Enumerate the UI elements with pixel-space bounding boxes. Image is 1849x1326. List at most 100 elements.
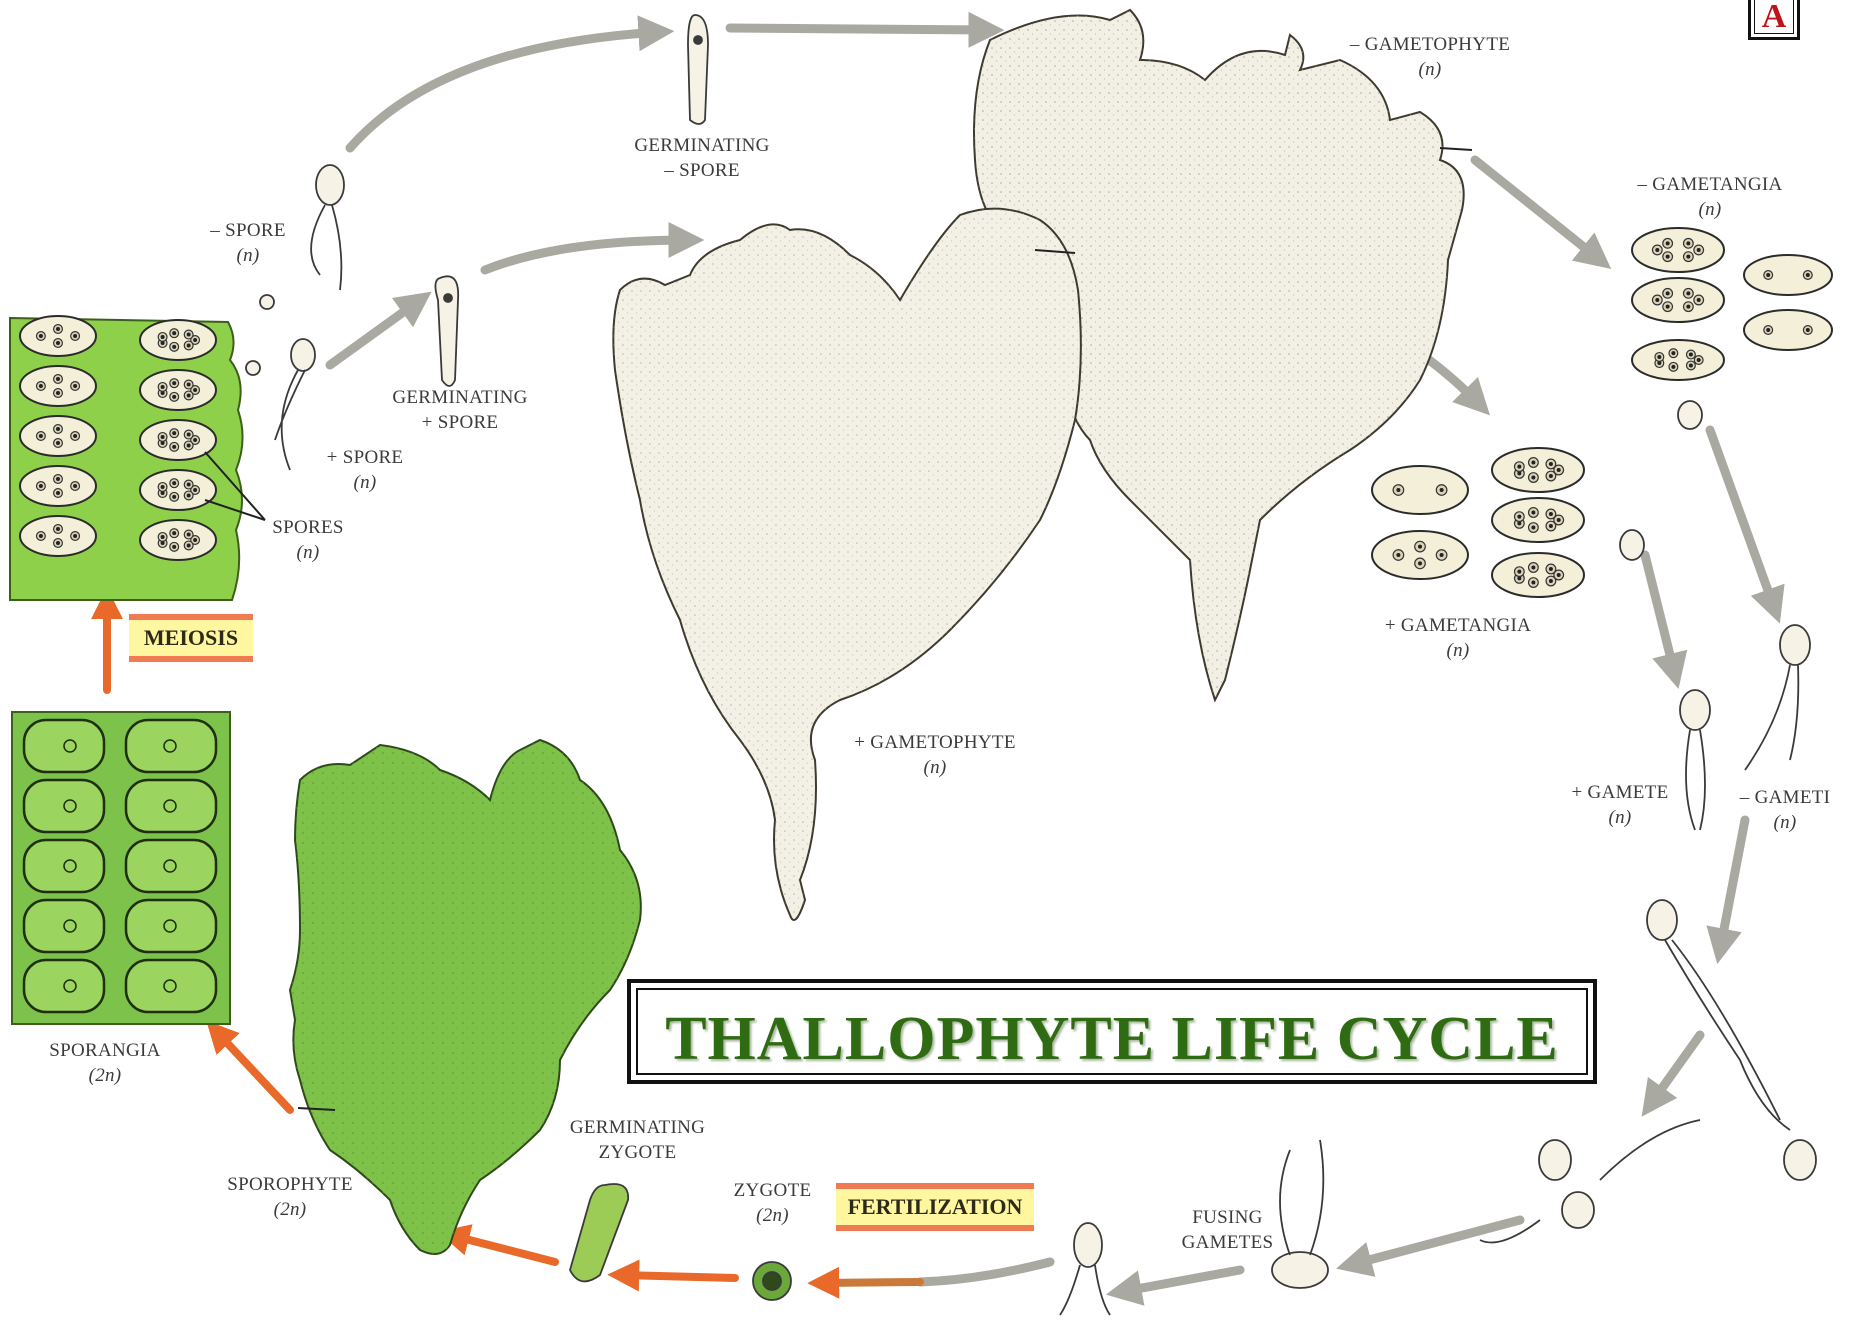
cell <box>20 316 96 356</box>
sporangia-panel <box>12 712 230 1024</box>
label-zygote-ploidy: (2n) <box>720 1203 825 1228</box>
spores-panel <box>10 316 265 600</box>
cell <box>1372 531 1468 579</box>
arrow-zygote-to-germinating <box>620 1275 735 1278</box>
label-minus-gametangia: – GAMETANGIA (n) <box>1610 172 1810 222</box>
label-sporangia-ploidy: (2n) <box>35 1063 175 1088</box>
fertilization-banner: FERTILIZATION <box>836 1183 1034 1231</box>
label-fusing-gametes-l2: GAMETES <box>1170 1230 1285 1255</box>
cell <box>140 420 216 460</box>
label-zygote: ZYGOTE (2n) <box>720 1178 825 1228</box>
arrow-sporophyte-to-sporangia <box>215 1030 290 1110</box>
sporangium-cell <box>126 720 216 772</box>
arrow-plus-spore-to-germinating <box>330 300 420 365</box>
label-germinating-plus-spore-l2: + SPORE <box>375 410 545 435</box>
label-zygote-name: ZYGOTE <box>720 1178 825 1203</box>
minus-gametangia-cluster <box>1632 228 1832 380</box>
label-minus-gametophyte-name: – GAMETOPHYTE <box>1330 32 1530 57</box>
cell <box>140 370 216 410</box>
arrow-germinating-minus-to-gametophyte <box>730 28 990 30</box>
label-plus-gametophyte: + GAMETOPHYTE (n) <box>830 730 1040 780</box>
cell <box>140 470 216 510</box>
arrow-cell-to-zygote <box>920 1262 1050 1282</box>
label-minus-spore-ploidy: (n) <box>193 243 303 268</box>
title-box-inner-frame: THALLOPHYTE LIFE CYCLE <box>636 988 1588 1075</box>
label-minus-gametangia-name: – GAMETANGIA <box>1610 172 1810 197</box>
label-minus-spore-name: – SPORE <box>193 218 303 243</box>
cell <box>20 516 96 556</box>
label-spores-ploidy: (n) <box>258 540 358 565</box>
meiosis-banner: MEIOSIS <box>129 614 253 662</box>
sporangium-cell <box>126 840 216 892</box>
cell <box>140 320 216 360</box>
title-box: THALLOPHYTE LIFE CYCLE <box>627 979 1597 1084</box>
arrow-fusing-to-zygote <box>1120 1270 1240 1292</box>
label-germinating-plus-spore-l1: GERMINATING <box>375 385 545 410</box>
cell <box>1492 448 1584 492</box>
arrow-gamete-descent <box>1720 820 1745 950</box>
label-germinating-minus-spore-l1: GERMINATING <box>612 133 792 158</box>
cell <box>1744 255 1832 295</box>
cell <box>20 416 96 456</box>
label-plus-spore: + SPORE (n) <box>310 445 420 495</box>
sporangium-cell <box>126 960 216 1012</box>
plus-gametangia-cluster <box>1372 448 1584 597</box>
arrow-minus-gametophyte-to-gametangia <box>1475 160 1600 260</box>
label-plus-gamete-ploidy: (n) <box>1560 805 1680 830</box>
label-fusing-gametes: FUSING GAMETES <box>1170 1205 1285 1255</box>
sporangium-cell <box>126 780 216 832</box>
label-minus-gametangia-ploidy: (n) <box>1610 197 1810 222</box>
label-sporophyte: SPOROPHYTE (2n) <box>215 1172 365 1222</box>
label-germinating-zygote-l1: GERMINATING <box>555 1115 720 1140</box>
label-minus-gametophyte-ploidy: (n) <box>1330 57 1530 82</box>
cell <box>20 466 96 506</box>
corner-badge: A <box>1748 0 1800 40</box>
label-plus-gametophyte-name: + GAMETOPHYTE <box>830 730 1040 755</box>
label-germinating-plus-spore: GERMINATING + SPORE <box>375 385 545 435</box>
label-plus-gametangia-name: + GAMETANGIA <box>1358 613 1558 638</box>
label-fusing-gametes-l1: FUSING <box>1170 1205 1285 1230</box>
corner-badge-letter: A <box>1754 0 1794 34</box>
label-plus-gametophyte-ploidy: (n) <box>830 755 1040 780</box>
arrow-germinating-to-sporophyte <box>450 1235 555 1262</box>
label-spores-name: SPORES <box>258 515 358 540</box>
arrow-germinating-plus-to-gametophyte <box>485 240 690 270</box>
label-germinating-minus-spore-l2: – SPORE <box>612 158 792 183</box>
arrow-zygote-to-dark <box>820 1282 920 1283</box>
cell <box>140 520 216 560</box>
label-germinating-minus-spore: GERMINATING – SPORE <box>612 133 792 183</box>
label-germinating-zygote: GERMINATING ZYGOTE <box>555 1115 720 1165</box>
label-spores: SPORES (n) <box>258 515 358 565</box>
cell <box>20 366 96 406</box>
cell <box>1372 466 1468 514</box>
label-plus-spore-ploidy: (n) <box>310 470 420 495</box>
label-plus-gametangia: + GAMETANGIA (n) <box>1358 613 1558 663</box>
sporangium-cell <box>126 900 216 952</box>
label-sporophyte-ploidy: (2n) <box>215 1197 365 1222</box>
label-plus-spore-name: + SPORE <box>310 445 420 470</box>
label-sporophyte-name: SPOROPHYTE <box>215 1172 365 1197</box>
label-plus-gametangia-ploidy: (n) <box>1358 638 1558 663</box>
cell <box>1632 228 1724 272</box>
label-minus-gametophyte: – GAMETOPHYTE (n) <box>1330 32 1530 82</box>
arrow-gametangia-to-plus-gamete <box>1645 555 1675 675</box>
label-sporangia-name: SPORANGIA <box>35 1038 175 1063</box>
plus-gametophyte-thallus <box>613 209 1081 920</box>
label-minus-gamete-ploidy: (n) <box>1730 810 1840 835</box>
label-plus-gamete-name: + GAMETE <box>1560 780 1680 805</box>
diagram-title: THALLOPHYTE LIFE CYCLE <box>638 1004 1586 1075</box>
arrow-gamete-to-pairing <box>1650 1035 1700 1105</box>
label-minus-gamete: – GAMETI (n) <box>1730 785 1840 835</box>
cell <box>1492 553 1584 597</box>
label-minus-gamete-name: – GAMETI <box>1730 785 1840 810</box>
cell <box>1632 340 1724 380</box>
label-minus-spore: – SPORE (n) <box>193 218 303 268</box>
label-germinating-zygote-l2: ZYGOTE <box>555 1140 720 1165</box>
arrow-minus-spore-to-germinating <box>350 32 660 148</box>
cell <box>1744 310 1832 350</box>
cell <box>1492 498 1584 542</box>
label-plus-gamete: + GAMETE (n) <box>1560 780 1680 830</box>
arrow-gametangia-to-minus-gamete <box>1710 430 1775 610</box>
